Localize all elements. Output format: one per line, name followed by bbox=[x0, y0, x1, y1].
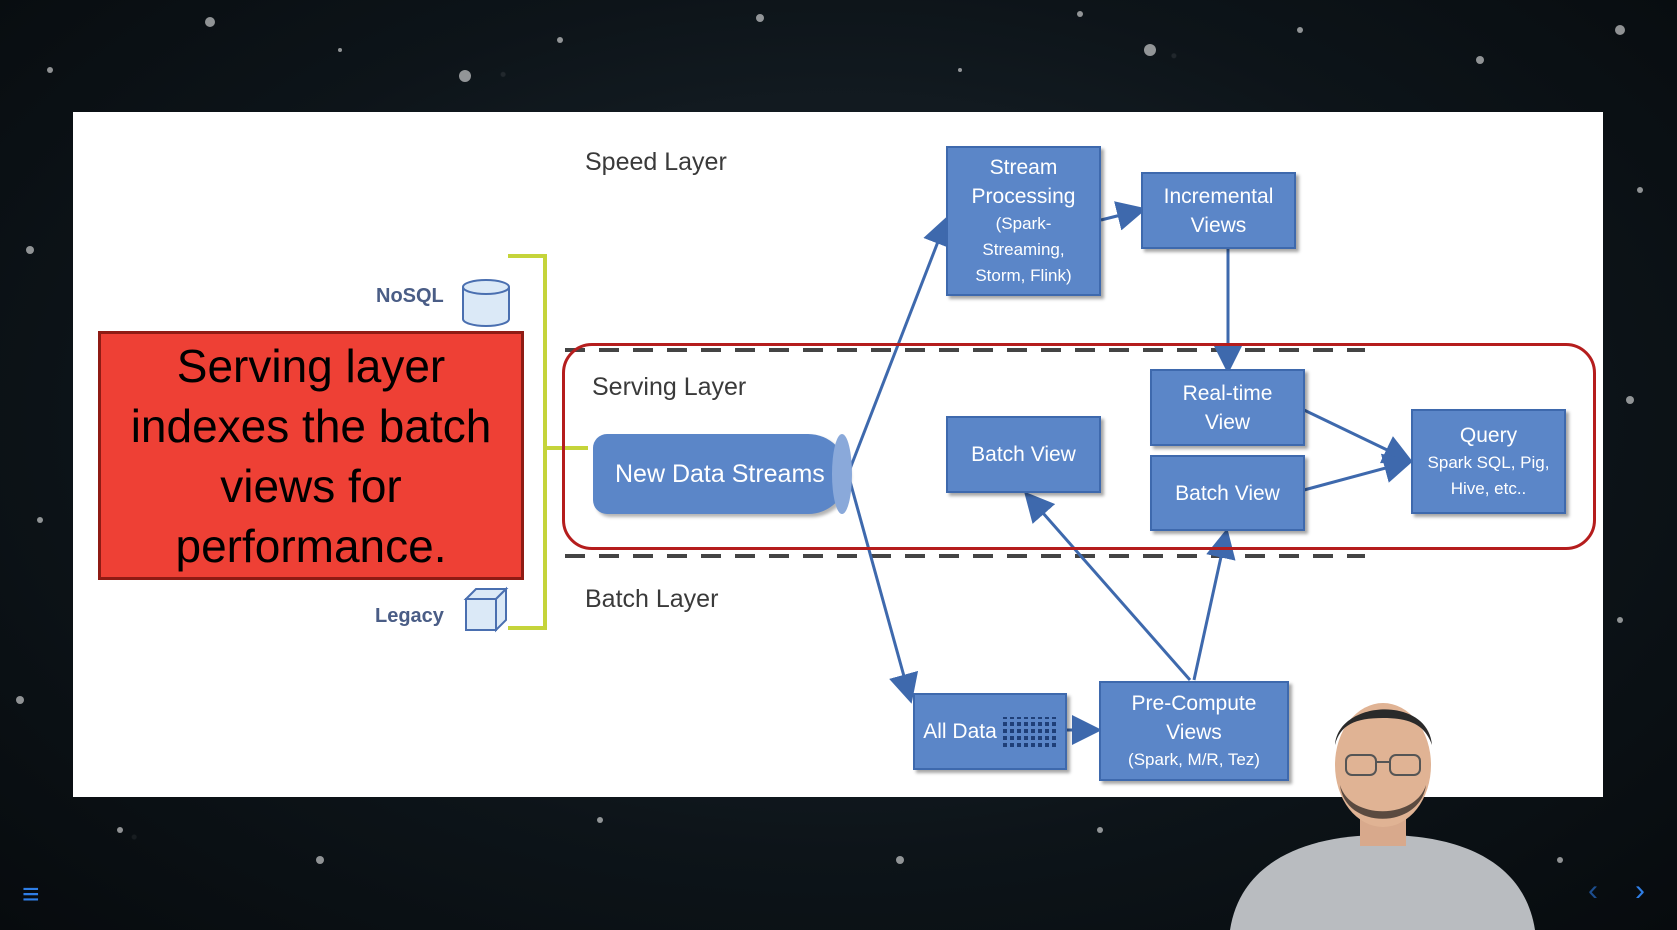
batch-view-serving-label: Batch View bbox=[1175, 481, 1280, 505]
batch-view-serving-node: Batch View bbox=[1150, 455, 1305, 531]
stream-processing-sub3: Storm, Flink) bbox=[975, 266, 1072, 285]
arrow-streams-to-processing bbox=[846, 215, 952, 475]
batch-view-left-label: Batch View bbox=[971, 443, 1076, 466]
incremental-views-node: Incremental Views bbox=[1141, 172, 1296, 249]
arrow-precompute-to-batchview-left bbox=[1024, 491, 1192, 681]
arrow-realtime-to-query bbox=[1303, 408, 1414, 464]
chevron-left-icon[interactable]: ‹ bbox=[1588, 874, 1598, 907]
nosql-label: NoSQL bbox=[376, 285, 444, 307]
serving-layer-callout: Serving layer indexes the batch views fo… bbox=[98, 331, 524, 580]
menu-icon[interactable]: ≡ bbox=[22, 878, 40, 911]
all-data-label: All Data bbox=[923, 720, 997, 743]
callout-text: Serving layer indexes the batch views fo… bbox=[130, 339, 492, 572]
incremental-views-line1: Incremental bbox=[1163, 184, 1274, 208]
serving-layer-highlight bbox=[562, 343, 1596, 550]
query-title: Query bbox=[1459, 424, 1518, 447]
query-node: Query Spark SQL, Pig, Hive, etc.. bbox=[1411, 409, 1566, 514]
presenter-webcam bbox=[1230, 703, 1535, 930]
realtime-view-line2: View bbox=[1204, 410, 1251, 434]
legacy-label: Legacy bbox=[375, 605, 444, 627]
batch-view-left-node: Batch View bbox=[946, 416, 1101, 493]
query-sub1: Spark SQL, Pig, bbox=[1427, 453, 1550, 472]
precompute-views-node: Pre-Compute Views (Spark, M/R, Tez) bbox=[1099, 681, 1289, 781]
incremental-views-line2: Views bbox=[1190, 213, 1247, 237]
serving-layer-label: Serving Layer bbox=[592, 373, 747, 401]
source-bracket bbox=[508, 254, 547, 630]
stream-processing-sub2: Streaming, bbox=[982, 240, 1065, 259]
arrow-processing-to-incremental bbox=[1100, 201, 1147, 231]
new-data-streams-node: New Data Streams bbox=[593, 434, 848, 514]
arrow-batchview-to-query bbox=[1303, 453, 1414, 492]
arrow-streams-to-alldata bbox=[846, 473, 919, 704]
query-sub2: Hive, etc.. bbox=[1450, 479, 1527, 498]
speed-layer-label: Speed Layer bbox=[585, 148, 727, 176]
legacy-cube-icon bbox=[463, 586, 509, 633]
precompute-line1: Pre-Compute bbox=[1131, 692, 1257, 715]
arrow-precompute-to-batchview-right bbox=[1192, 528, 1236, 681]
precompute-line2: Views bbox=[1166, 721, 1222, 744]
stream-processing-node: Stream Processing (Spark- Streaming, Sto… bbox=[946, 146, 1101, 296]
stream-processing-title2: Processing bbox=[971, 185, 1076, 208]
new-data-streams-label: New Data Streams bbox=[615, 459, 825, 488]
stream-cylinder-cap bbox=[832, 434, 852, 514]
realtime-view-line1: Real-time bbox=[1182, 381, 1273, 405]
stream-processing-sub1: (Spark- bbox=[995, 214, 1052, 233]
chevron-right-icon[interactable]: › bbox=[1635, 874, 1645, 907]
all-data-node: All Data bbox=[913, 693, 1067, 770]
precompute-sub: (Spark, M/R, Tez) bbox=[1128, 750, 1260, 769]
stream-processing-title1: Stream bbox=[989, 156, 1058, 179]
batch-layer-label: Batch Layer bbox=[585, 585, 719, 613]
data-grid-icon bbox=[1002, 716, 1057, 747]
nosql-database-icon bbox=[462, 279, 510, 327]
realtime-view-node: Real-time View bbox=[1150, 369, 1305, 446]
